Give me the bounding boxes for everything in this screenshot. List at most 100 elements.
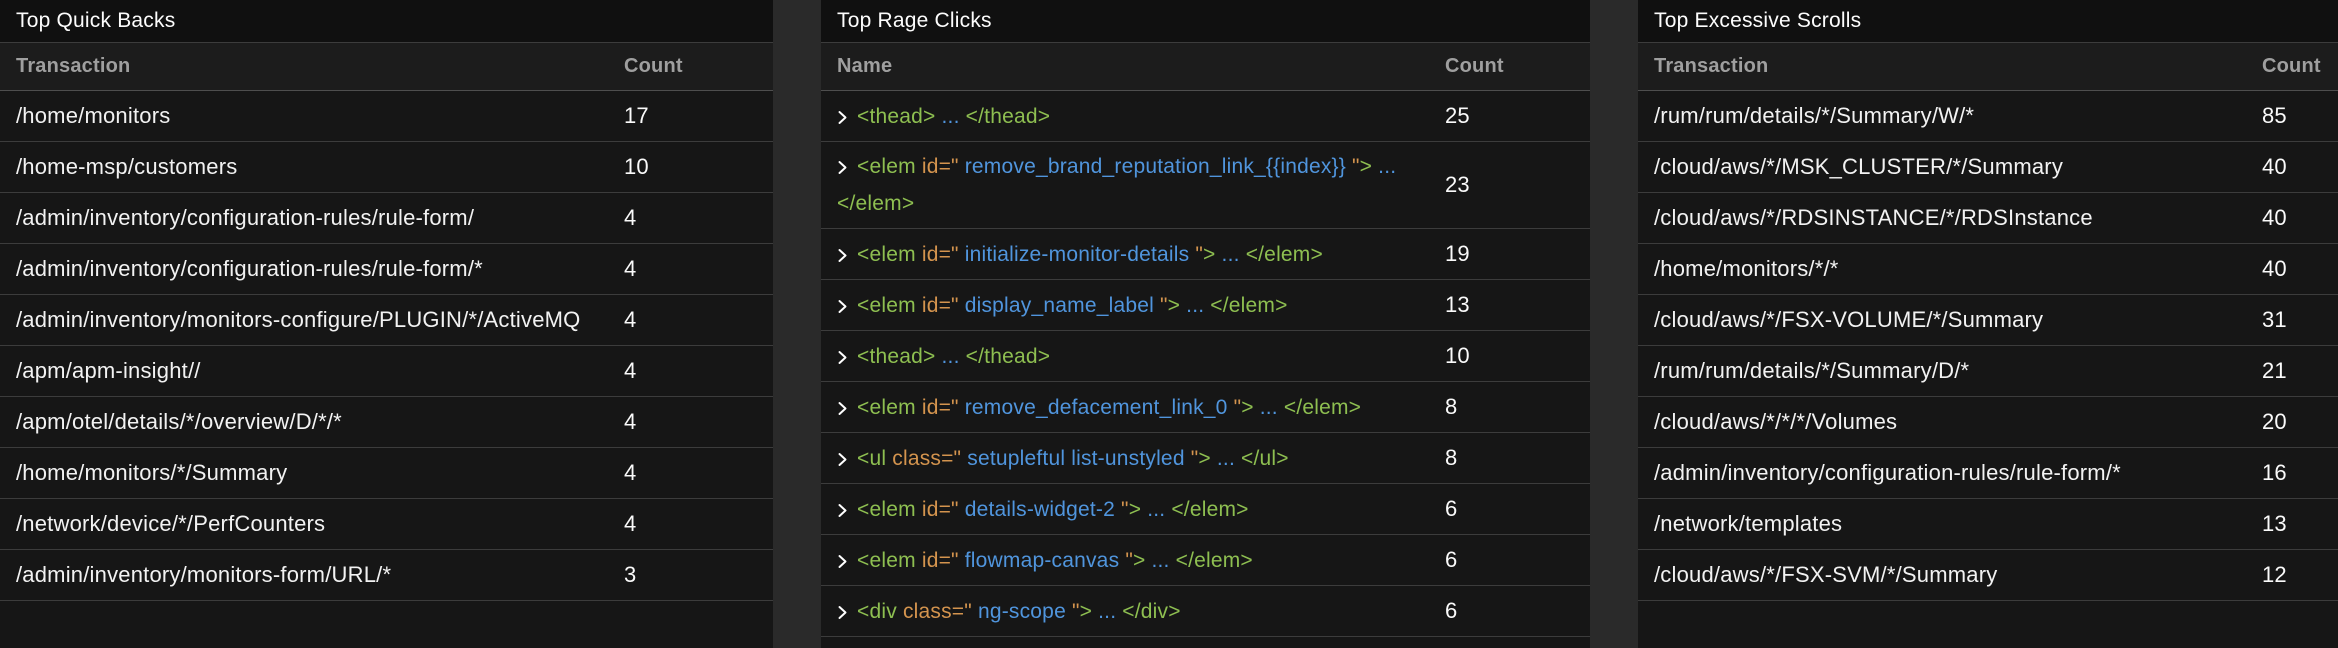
name-cell: /admin/inventory/monitors-configure/PLUG… bbox=[16, 307, 581, 332]
chevron-right-icon[interactable] bbox=[837, 98, 848, 135]
code-token-orange: id=" bbox=[921, 293, 959, 317]
table-row-expandable[interactable]: <elem id=" flowmap-canvas "> ... </elem>… bbox=[821, 535, 1590, 586]
code-token-orange: id=" bbox=[921, 395, 959, 419]
table-row-expandable[interactable]: <thead> ... </thead>10 bbox=[821, 331, 1590, 382]
table-row[interactable]: /apm/otel/details/*/overview/D/*/* 4 bbox=[0, 397, 773, 448]
column-header-transaction: Transaction bbox=[16, 55, 131, 77]
code-token-blue: ng-scope bbox=[971, 599, 1072, 623]
table-row[interactable]: /rum/rum/details/*/Summary/D/*21 bbox=[1638, 346, 2338, 397]
chevron-right-icon[interactable] bbox=[837, 287, 848, 324]
name-cell: /admin/inventory/configuration-rules/rul… bbox=[16, 205, 475, 230]
code-token-blue: ... bbox=[1147, 497, 1172, 521]
code-token-orange: " bbox=[1352, 155, 1360, 178]
count-cell: 13 bbox=[1445, 292, 1470, 317]
table-row-expandable[interactable]: <elem id=" remove_brand_reputation_link_… bbox=[821, 142, 1590, 229]
count-cell: 25 bbox=[1445, 103, 1470, 128]
code-token-green: <elem bbox=[857, 395, 922, 419]
panel-title: Top Rage Clicks bbox=[821, 0, 1590, 43]
chevron-right-icon[interactable] bbox=[837, 148, 848, 185]
code-token-green: > bbox=[1079, 599, 1099, 623]
table-row[interactable]: /admin/inventory/monitors-configure/PLUG… bbox=[0, 295, 773, 346]
name-cell: /apm/otel/details/*/overview/D/*/* bbox=[16, 409, 342, 434]
name-cell: <elem id=" remove_brand_reputation_link_… bbox=[837, 142, 1445, 228]
code-token-orange: class=" bbox=[892, 446, 962, 470]
code-token-blue: setupleftul list-unstyled bbox=[961, 446, 1191, 470]
table-row[interactable]: /admin/inventory/configuration-rules/rul… bbox=[1638, 448, 2338, 499]
table-row[interactable]: /apm/apm-insight//4 bbox=[0, 346, 773, 397]
code-token-blue: ... bbox=[1259, 395, 1284, 419]
name-cell: <div class=" ng-scope "> ... </div> bbox=[837, 587, 1445, 636]
count-cell: 31 bbox=[2262, 307, 2287, 332]
name-cell: <thead> ... </thead> bbox=[837, 92, 1445, 141]
code-token-green: <elem bbox=[857, 497, 922, 521]
chevron-right-icon[interactable] bbox=[837, 440, 848, 477]
count-cell: 12 bbox=[2262, 562, 2287, 587]
count-cell: 17 bbox=[624, 103, 649, 128]
table-row-expandable[interactable]: <elem id=" display_name_label "> ... </e… bbox=[821, 280, 1590, 331]
chevron-right-icon[interactable] bbox=[837, 593, 848, 630]
name-cell: /home-msp/customers bbox=[16, 154, 238, 179]
count-cell: 10 bbox=[1445, 343, 1470, 368]
panel-top-excessive-scrolls: Top Excessive Scrolls Transaction Count … bbox=[1638, 0, 2338, 648]
name-cell: /home/monitors/*/Summary bbox=[16, 460, 288, 485]
code-token-green: <ul bbox=[857, 446, 893, 470]
table-row[interactable]: /admin/inventory/monitors-form/URL/*3 bbox=[0, 550, 773, 601]
code-token-green: > bbox=[1241, 395, 1260, 419]
table-row[interactable]: /admin/inventory/configuration-rules/rul… bbox=[0, 244, 773, 295]
chevron-right-icon[interactable] bbox=[837, 542, 848, 579]
count-cell: 6 bbox=[1445, 496, 1458, 521]
code-token-blue: ... bbox=[1216, 446, 1242, 470]
code-token-green: <elem bbox=[857, 155, 922, 178]
table-row-expandable[interactable]: <thead> ... </thead>25 bbox=[821, 91, 1590, 142]
chevron-right-icon[interactable] bbox=[837, 338, 848, 375]
code-token-green: </elem> bbox=[1175, 548, 1253, 572]
table-row[interactable]: /network/templates 13 bbox=[1638, 499, 2338, 550]
count-cell: 4 bbox=[624, 511, 637, 536]
chevron-right-icon[interactable] bbox=[837, 389, 848, 426]
code-token-blue: initialize-monitor-details bbox=[958, 242, 1196, 266]
name-cell: /admin/inventory/configuration-rules/rul… bbox=[16, 256, 483, 281]
code-token-green: </elem> bbox=[1210, 293, 1288, 317]
count-cell: 4 bbox=[624, 205, 637, 230]
code-token-orange: " bbox=[1195, 242, 1204, 266]
name-cell: /admin/inventory/configuration-rules/rul… bbox=[1654, 460, 2121, 485]
table-row-expandable[interactable]: <elem id=" details-widget-2 "> ... </ele… bbox=[821, 484, 1590, 535]
code-token-blue: display_name_label bbox=[958, 293, 1160, 317]
table-row[interactable]: /rum/rum/details/*/Summary/W/*85 bbox=[1638, 91, 2338, 142]
table-body: <thead> ... </thead>25<elem id=" remove_… bbox=[821, 91, 1590, 648]
chevron-right-icon[interactable] bbox=[837, 491, 848, 528]
count-cell: 40 bbox=[2262, 256, 2287, 281]
table-row-expandable[interactable]: <elem id=" initialize-monitor-details ">… bbox=[821, 229, 1590, 280]
table-row-expandable[interactable]: <div class=" ng-scope "> ... </div>6 bbox=[821, 586, 1590, 637]
name-cell: <elem id=" remove_defacement_link_0 "> .… bbox=[837, 383, 1445, 432]
count-cell: 13 bbox=[2262, 511, 2287, 536]
name-cell: /network/templates bbox=[1654, 511, 1843, 536]
name-cell: <elem id=" details-widget-2 "> ... </ele… bbox=[837, 485, 1445, 534]
name-cell: <ul class=" setupleftul list-unstyled ">… bbox=[837, 434, 1445, 483]
name-cell: /cloud/aws/*/*/*/Volumes bbox=[1654, 409, 1898, 434]
count-cell: 4 bbox=[624, 409, 637, 434]
code-token-green: > bbox=[1359, 155, 1379, 178]
table-row-expandable[interactable]: <elem id=" remove_defacement_link_0 "> .… bbox=[821, 382, 1590, 433]
code-token-blue: remove_brand_reputation_link_{{index}} bbox=[958, 155, 1352, 178]
code-token-green: > bbox=[1132, 548, 1152, 572]
table-row-expandable[interactable]: <ul class=" setupleftul list-unstyled ">… bbox=[821, 433, 1590, 484]
table-row[interactable]: /home/monitors/*/*40 bbox=[1638, 244, 2338, 295]
table-header: Transaction Count bbox=[1638, 43, 2338, 91]
table-row[interactable]: /admin/inventory/configuration-rules/rul… bbox=[0, 193, 773, 244]
count-cell: 21 bbox=[2262, 358, 2287, 383]
code-token-green: > bbox=[1203, 242, 1222, 266]
code-token-green: </thead> bbox=[965, 104, 1051, 128]
chevron-right-icon[interactable] bbox=[837, 236, 848, 273]
